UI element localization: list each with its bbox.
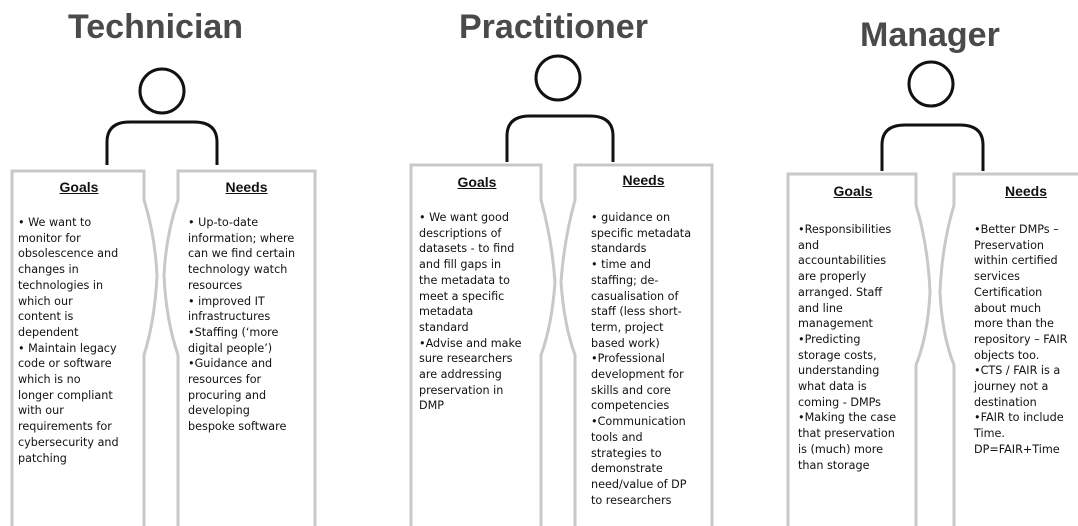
manager-goals-heading: Goals xyxy=(833,183,873,199)
practitioner-goals-panel: Goals • We want good descriptions of dat… xyxy=(411,165,543,526)
technician-needs-heading: Needs xyxy=(225,179,268,195)
practitioner-needs-heading: Needs xyxy=(622,172,665,188)
technician-goals-text: • We want to monitor for obsolescence an… xyxy=(18,216,119,465)
practitioner-person-icon xyxy=(505,54,615,162)
manager-title: Manager xyxy=(860,16,1000,54)
manager-needs-heading: Needs xyxy=(1004,183,1048,199)
practitioner-goals-heading: Goals xyxy=(457,174,497,190)
practitioner-needs-panel: Needs • guidance on specific metadata st… xyxy=(575,165,712,526)
practitioner-needs-panel-outline xyxy=(559,163,714,526)
technician-goals-panel: Goals • We want to monitor for obsolesce… xyxy=(12,171,146,526)
practitioner-goals-panel-outline xyxy=(409,163,557,526)
manager-person-icon xyxy=(880,60,985,171)
practitioner-goals-text: • We want good descriptions of datasets … xyxy=(419,211,522,413)
manager-needs-panel-outline xyxy=(938,172,1078,526)
manager-needs-panel: Needs •Better DMPs – Preservation within… xyxy=(954,174,1078,526)
practitioner-needs-text: • guidance on specific metadata standard… xyxy=(591,211,692,507)
manager-goals-text: •Responsibilities and accountabilities a… xyxy=(798,223,897,472)
manager-goals-panel-outline xyxy=(786,172,932,526)
manager-needs-text: •Better DMPs – Preservation within certi… xyxy=(974,223,1068,456)
technician-goals-heading: Goals xyxy=(59,179,99,195)
technician-title: Technician xyxy=(68,8,244,46)
technician-person-icon xyxy=(105,67,219,165)
technician-goals-panel-outline xyxy=(10,169,159,526)
technician-needs-panel-outline xyxy=(162,169,317,526)
technician-needs-panel: Needs • Up-to-date information; where ca… xyxy=(178,171,315,526)
practitioner-title: Practitioner xyxy=(459,8,648,46)
manager-goals-panel: Goals •Responsibilities and accountabili… xyxy=(788,174,918,526)
technician-needs-text: • Up-to-date information; where can we f… xyxy=(188,216,296,434)
